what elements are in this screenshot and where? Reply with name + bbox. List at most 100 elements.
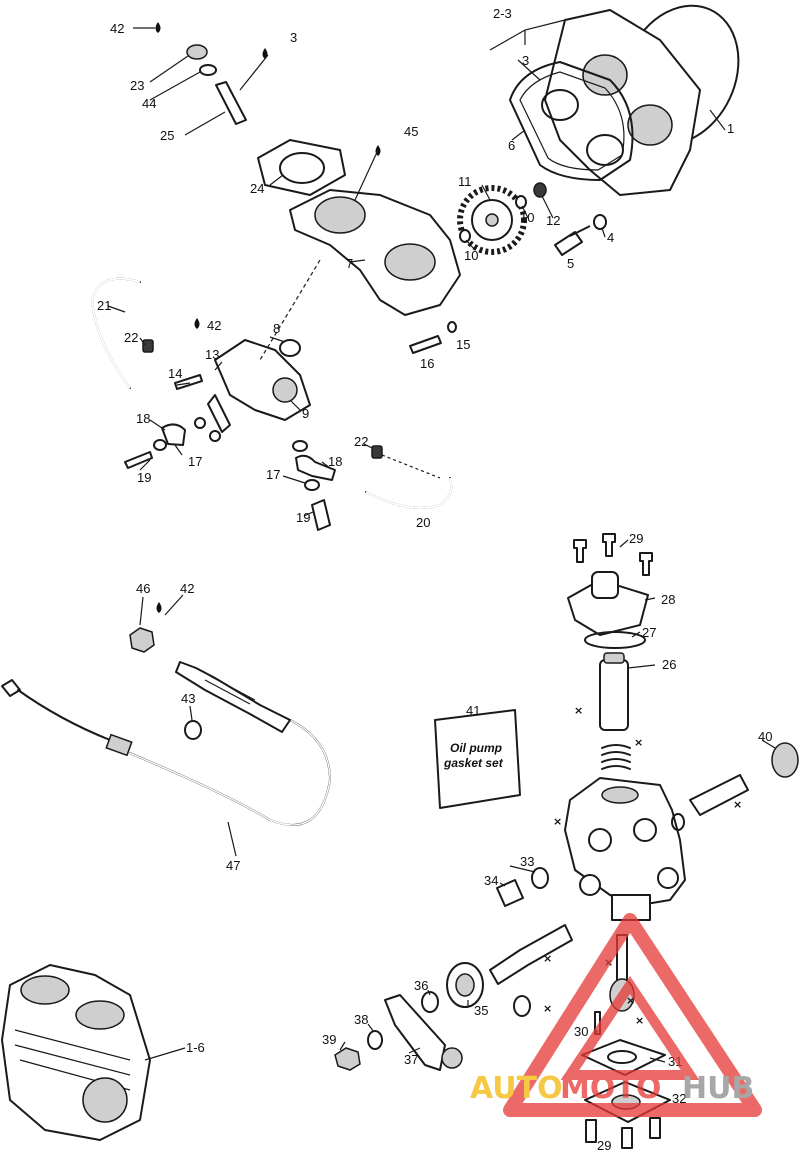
label-8: 8 — [273, 321, 280, 336]
cable-47-sheath-inner — [109, 719, 331, 826]
piston-assembly — [689, 774, 749, 816]
label-3b: 3 — [522, 53, 529, 68]
label-33: 33 — [520, 854, 534, 869]
label-14: 14 — [168, 366, 182, 381]
washer-banjo-2 — [209, 430, 221, 442]
leader-lines-top — [107, 27, 726, 517]
label-42: 42 — [110, 21, 124, 36]
leader-lines-middle — [139, 594, 237, 857]
carb-adaptor-7 — [289, 189, 461, 316]
watermark-text-auto: AUTO — [470, 1071, 563, 1106]
washer-33 — [531, 867, 549, 889]
nut-39 — [334, 1047, 361, 1071]
label-16: 16 — [420, 356, 434, 371]
svg-text:×: × — [635, 1014, 644, 1027]
nut-46 — [129, 627, 155, 653]
label-2-3: 2-3 — [493, 6, 512, 21]
label-18a: 18 — [136, 411, 150, 426]
gasket-port-1 — [541, 89, 579, 121]
cover-gasket-inner — [519, 71, 625, 171]
label-27: 27 — [642, 625, 656, 640]
lever-37 — [384, 994, 446, 1071]
cable-adjuster — [175, 661, 291, 733]
cable-end — [1, 679, 21, 697]
label-4: 4 — [607, 230, 614, 245]
label-43: 43 — [181, 691, 195, 706]
label-10b: 10 — [464, 248, 478, 263]
label-24: 24 — [250, 181, 264, 196]
body-port-3 — [657, 867, 679, 889]
gasket-31-hole — [607, 1050, 637, 1064]
cover-gasket — [509, 61, 634, 181]
label-42c: 42 — [180, 581, 194, 596]
plunger-26 — [599, 659, 629, 731]
adaptor-port-2 — [384, 243, 436, 281]
label-12: 12 — [546, 213, 560, 228]
washer-4 — [593, 214, 607, 230]
label-32: 32 — [672, 1091, 686, 1106]
bolt-16 — [409, 335, 442, 354]
label-20: 20 — [416, 515, 430, 530]
hose-21-inner — [90, 277, 141, 389]
label-13: 13 — [205, 347, 219, 362]
label-15: 15 — [456, 337, 470, 352]
watermark-triangle-logo — [503, 913, 762, 1117]
svg-text:×: × — [733, 798, 742, 811]
label-45: 45 — [404, 124, 418, 139]
hose-20-inner — [365, 477, 453, 509]
body-port-1 — [588, 828, 612, 852]
gasket-31 — [581, 1039, 666, 1076]
label-17b: 17 — [266, 467, 280, 482]
plunger-head — [603, 652, 625, 664]
crankcase-cover — [82, 1077, 128, 1123]
washer-44 — [199, 64, 217, 76]
label-5: 5 — [567, 256, 574, 271]
label-42b: 42 — [207, 318, 221, 333]
label-30: 30 — [574, 1024, 588, 1039]
card-line-1: Oil pump — [450, 741, 502, 755]
body-port-4 — [579, 874, 601, 896]
cover-bore-2 — [627, 104, 673, 146]
label-46: 46 — [136, 581, 150, 596]
washer-17b-top — [292, 440, 308, 452]
banjo-bolt-18a — [161, 423, 186, 446]
label-7: 7 — [346, 256, 353, 271]
hose-20 — [365, 477, 453, 509]
clamp-22a — [142, 339, 154, 353]
pump-lever — [207, 394, 231, 433]
label-35: 35 — [474, 1003, 488, 1018]
svg-text:×: × — [543, 1002, 552, 1015]
nut-12 — [533, 182, 547, 198]
svg-text:×: × — [626, 994, 635, 1007]
cover-boss — [591, 571, 619, 599]
gasket-port-2 — [586, 134, 624, 166]
oil-drop-icon — [194, 318, 200, 329]
svg-text:×: × — [543, 952, 552, 965]
pump-port — [272, 377, 298, 403]
bracket-2-3 — [489, 19, 566, 51]
oil-drop-icon — [155, 22, 161, 33]
cable-47-sheath — [109, 719, 331, 826]
lever-pivot — [441, 1047, 463, 1069]
banjo-18b — [295, 454, 336, 481]
label-36: 36 — [414, 978, 428, 993]
gasket-24 — [257, 139, 346, 196]
svg-text:×: × — [634, 736, 643, 749]
body-port-2 — [633, 818, 657, 842]
bushing-35-inner — [455, 973, 475, 997]
washer-38 — [367, 1030, 383, 1050]
washer-36 — [421, 991, 439, 1013]
label-23: 23 — [130, 78, 144, 93]
label-25: 25 — [160, 128, 174, 143]
screw-14 — [174, 374, 203, 390]
body-top-bore — [601, 786, 639, 804]
card-line-2: gasket set — [443, 756, 504, 770]
pump-spring — [601, 744, 631, 770]
bolt-5 — [554, 225, 591, 256]
nut-42 — [186, 44, 208, 60]
seal-40 — [771, 742, 799, 778]
screw-19b — [311, 499, 331, 531]
screw-19a — [124, 451, 153, 469]
o-ring-8 — [279, 339, 301, 357]
